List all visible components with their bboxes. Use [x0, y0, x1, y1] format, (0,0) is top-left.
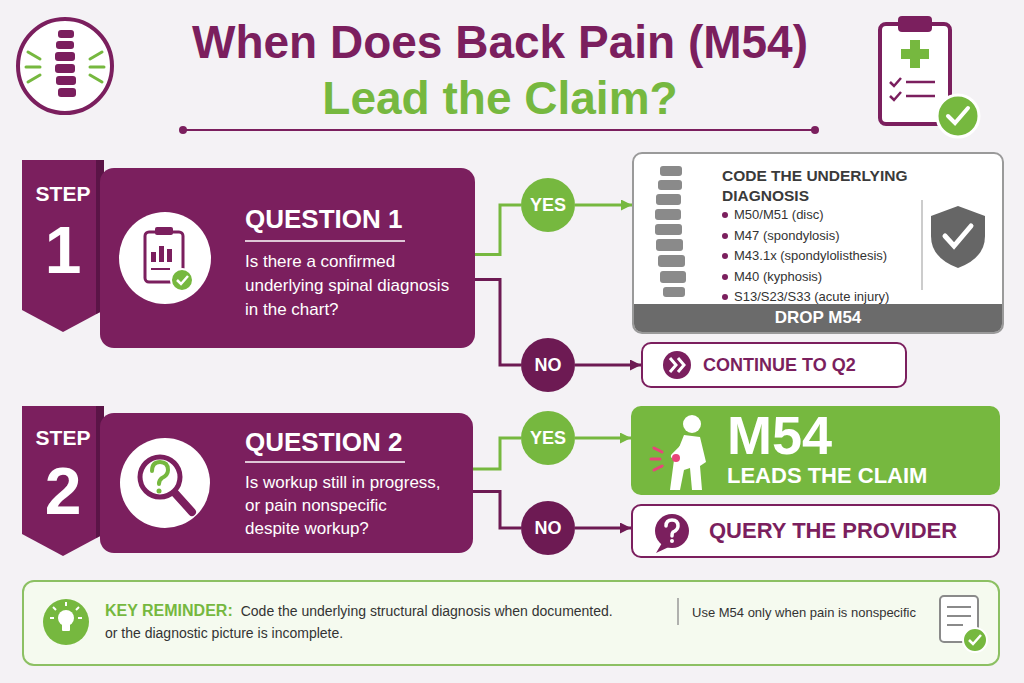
- check-line: [906, 95, 935, 98]
- query-box: QUERY THE PROVIDER: [631, 504, 1000, 558]
- connector: [473, 438, 521, 469]
- vertebra: [58, 30, 74, 38]
- title-divider: [179, 126, 819, 134]
- diagram-title: When Does Back Pain (M54) Lead the Claim…: [150, 14, 850, 126]
- yes-circle: YES: [521, 178, 575, 232]
- pain-spark: [26, 66, 40, 69]
- result-box: CODE THE UNDERLYING DIAGNOSISM50/M51 (di…: [632, 152, 1004, 334]
- no-circle: NO: [521, 501, 575, 555]
- node-text: Is workup still in progress, or pain non…: [245, 471, 444, 540]
- pain-spark: [90, 75, 102, 82]
- node-text: CONTINUE TO Q2: [703, 344, 903, 386]
- continue-box: CONTINUE TO Q2: [641, 342, 907, 388]
- node-text: STEP: [22, 426, 104, 450]
- node-text: LEADS THE CLAIM: [727, 464, 987, 488]
- connector: [475, 280, 521, 365]
- check-line: [906, 81, 935, 84]
- node-text: 1: [22, 215, 104, 285]
- connector: [575, 437, 631, 440]
- step-badge: STEP 2: [22, 406, 104, 556]
- vertebra: [55, 64, 75, 73]
- node-text: NO: [521, 501, 575, 555]
- check-badge: [937, 95, 979, 137]
- node-text: CODE THE UNDERLYING DIAGNOSIS: [722, 166, 922, 206]
- divider-line: [183, 129, 815, 131]
- bullet-item: M50/M51 (disc): [734, 206, 924, 224]
- no-circle: NO: [521, 338, 575, 392]
- node-text: M54: [727, 406, 947, 464]
- divider-dot: [179, 126, 187, 134]
- node-text: NO: [521, 338, 575, 392]
- node-text: STEP: [22, 182, 104, 206]
- medical-cross: [901, 49, 929, 59]
- node-text: 2: [22, 456, 104, 526]
- check-mark: [948, 108, 968, 123]
- action-band: DROP M54: [634, 304, 1002, 332]
- step-badge: STEP 1: [22, 160, 104, 332]
- vertebra: [55, 52, 75, 61]
- check-mark: [890, 92, 901, 100]
- node-text: QUESTION 2: [245, 427, 465, 457]
- node-text: Is there a confirmed underlying spinal d…: [245, 250, 460, 322]
- node-text: Use M54 only when pain is nonspecific: [692, 604, 942, 622]
- yes-circle: YES: [521, 411, 575, 465]
- outcome-box: M54LEADS THE CLAIM: [631, 406, 1000, 495]
- clipboard-clip: [898, 16, 932, 32]
- node-text: YES: [521, 178, 575, 232]
- reminder-heading: KEY REMINDER:: [105, 602, 233, 619]
- pain-spark: [90, 66, 104, 69]
- node-text: YES: [521, 411, 575, 465]
- clipboard-icon: [880, 16, 979, 137]
- logo-ring: [18, 19, 112, 113]
- question-box: QUESTION 1 Is there a confirmed underlyin…: [100, 168, 475, 348]
- connector: [475, 205, 521, 254]
- divider-dot: [811, 126, 819, 134]
- node-text: QUERY THE PROVIDER: [709, 506, 994, 556]
- connector: [575, 364, 641, 367]
- reminder-box: KEY REMINDER:Code the underlying structu…: [22, 580, 1000, 666]
- bullet-item: M47 (spondylosis): [734, 227, 924, 245]
- pain-spark: [28, 75, 40, 82]
- connector: [575, 527, 631, 530]
- spine-logo: [18, 19, 112, 113]
- vertebra: [56, 41, 74, 49]
- bullet-item: M40 (kyphosis): [734, 268, 924, 286]
- connector: [575, 204, 632, 207]
- medical-cross: [910, 40, 920, 68]
- connector: [473, 491, 521, 528]
- clipboard-board: [880, 24, 950, 124]
- bullet-item: M43.1x (spondylolisthesis): [734, 247, 924, 265]
- check-mark: [890, 78, 901, 86]
- node-text: QUESTION 1: [245, 204, 465, 234]
- text-flow: KEY REMINDER:Code the underlying structu…: [105, 600, 625, 644]
- node-text: DROP M54: [634, 304, 1002, 332]
- ribbon: [22, 406, 104, 556]
- ribbon: [22, 160, 104, 332]
- vertebra: [56, 76, 76, 85]
- pain-spark: [90, 52, 102, 59]
- vertebra: [58, 88, 76, 97]
- pain-spark: [28, 52, 40, 59]
- question-box: QUESTION 2 Is workup still in progress, o…: [100, 413, 473, 553]
